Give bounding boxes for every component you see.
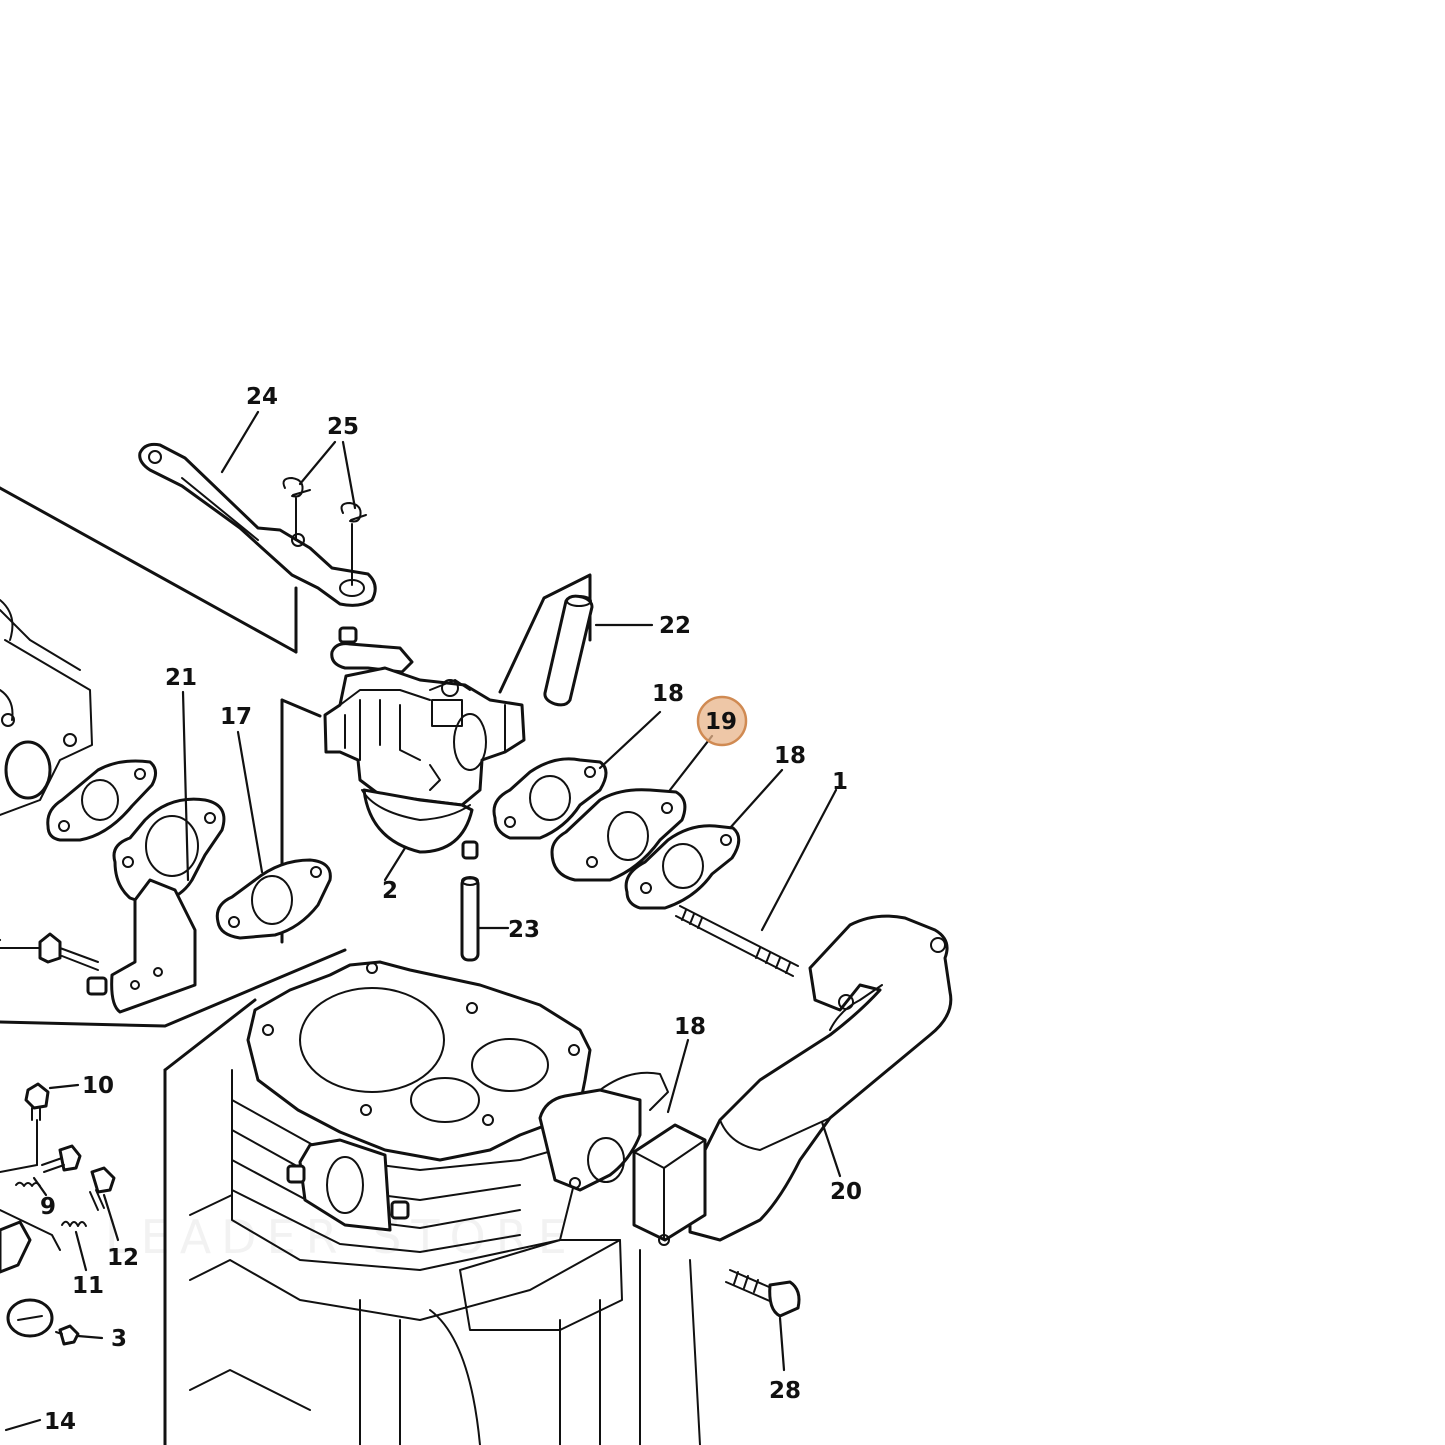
callout-11: 11 bbox=[72, 1273, 104, 1299]
spacer-part-19 bbox=[550, 788, 687, 882]
pin-part-23 bbox=[460, 840, 480, 962]
callout-12: 12 bbox=[107, 1245, 139, 1271]
callout-3: 3 bbox=[111, 1326, 127, 1352]
callout-18-top: 18 bbox=[652, 681, 684, 707]
callout-18-mid: 18 bbox=[774, 743, 806, 769]
callout-17: 17 bbox=[220, 704, 252, 730]
bracket-left bbox=[0, 878, 197, 1014]
highlight-marker-19 bbox=[696, 695, 748, 747]
callout-labels: 24 25 22 21 17 18 19 18 1 2 23 18 20 10 … bbox=[40, 384, 862, 1435]
pin-part-22 bbox=[543, 594, 594, 707]
gasket-part-18-top bbox=[492, 757, 608, 840]
callout-18-low: 18 bbox=[674, 1014, 706, 1040]
callout-10: 10 bbox=[82, 1073, 114, 1099]
gasket-part-17 bbox=[215, 858, 332, 940]
callout-23: 23 bbox=[508, 917, 540, 943]
callout-1: 1 bbox=[832, 769, 848, 795]
left-engine-block bbox=[0, 486, 347, 1445]
callout-14: 14 bbox=[44, 1409, 76, 1435]
flange-gasket-left bbox=[46, 759, 157, 842]
carburetor-part-2 bbox=[280, 573, 592, 944]
callout-20: 20 bbox=[830, 1179, 862, 1205]
small-parts-left bbox=[0, 1082, 116, 1346]
exhaust-pipe-part-20 bbox=[632, 914, 953, 1246]
gasket-part-21 bbox=[112, 797, 226, 907]
cylinder-block bbox=[189, 960, 701, 1445]
leader-lines bbox=[0, 410, 842, 1432]
callout-21: 21 bbox=[165, 665, 197, 691]
clip-part-25 bbox=[282, 477, 367, 586]
callout-22: 22 bbox=[659, 613, 691, 639]
throttle-link-part-24 bbox=[138, 442, 377, 607]
callout-9: 9 bbox=[40, 1194, 56, 1220]
callout-19: 19 bbox=[705, 709, 737, 735]
callout-2: 2 bbox=[382, 878, 398, 904]
callout-28: 28 bbox=[769, 1378, 801, 1404]
stud-part-1 bbox=[675, 905, 799, 977]
callout-24: 24 bbox=[246, 384, 278, 410]
bolt-part-28 bbox=[725, 1269, 801, 1318]
callout-25: 25 bbox=[327, 414, 359, 440]
gasket-part-18-mid bbox=[624, 824, 741, 910]
